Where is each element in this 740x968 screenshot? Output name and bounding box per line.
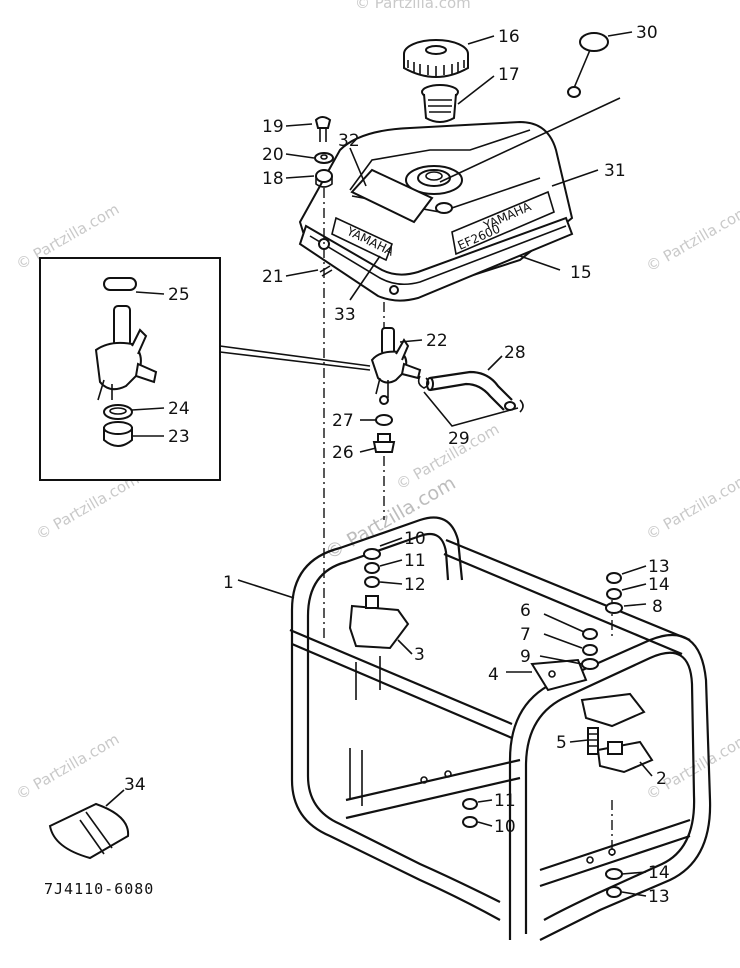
watermark: © Partzilla.com <box>643 202 740 275</box>
callout-11: 11 <box>404 551 426 571</box>
callout-34: 34 <box>124 775 146 795</box>
callout-21: 21 <box>262 267 284 287</box>
fuel-strainer <box>421 84 459 123</box>
washer-27 <box>375 414 393 426</box>
callout-33: 33 <box>334 305 356 325</box>
callout-2: 2 <box>656 769 667 789</box>
tank-bracket-right <box>580 692 654 774</box>
callout-1: 1 <box>223 573 234 593</box>
fuel-gauge <box>567 32 609 98</box>
tank-bracket-center <box>530 658 588 692</box>
callout-25: 25 <box>168 285 190 305</box>
callout-13-repeat: 13 <box>648 887 670 907</box>
callout-27: 27 <box>332 411 354 431</box>
callout-16: 16 <box>498 27 520 47</box>
callouts: 1 2 3 4 5 6 7 8 9 10 11 12 13 14 15 16 1… <box>124 23 670 907</box>
callout-19: 19 <box>262 117 284 137</box>
callout-31: 31 <box>604 161 626 181</box>
callout-24: 24 <box>168 399 190 419</box>
callout-22: 22 <box>426 331 448 351</box>
callout-6: 6 <box>520 601 531 621</box>
hardware <box>363 548 623 898</box>
callout-10: 10 <box>404 529 426 549</box>
callout-12: 12 <box>404 575 426 595</box>
tank-bracket-left <box>348 595 410 650</box>
callout-20: 20 <box>262 145 284 165</box>
callout-7: 7 <box>520 625 531 645</box>
gauge-leader <box>439 97 621 183</box>
drain-screw <box>372 433 396 453</box>
bolt-5 <box>587 727 599 755</box>
watermark: © Partzilla.com <box>33 470 142 543</box>
fuel-cock <box>370 327 422 405</box>
fuel-cap <box>403 39 469 78</box>
watermark: © Partzilla.com <box>643 730 740 803</box>
callout-23: 23 <box>168 427 190 447</box>
leader-lines <box>105 31 653 897</box>
callout-26: 26 <box>332 443 354 463</box>
callout-4: 4 <box>488 665 499 685</box>
tank-bolt-set <box>314 116 334 188</box>
callout-15: 15 <box>570 263 592 283</box>
watermark: © Partzilla.com <box>643 470 740 543</box>
fuel-cock-detail-inset <box>39 257 371 481</box>
diagram-code: 7J4110-6080 <box>44 880 154 898</box>
watermark: © Partzilla.com <box>355 0 471 12</box>
callout-8: 8 <box>652 597 663 617</box>
clip-21 <box>319 265 333 277</box>
callout-13: 13 <box>648 557 670 577</box>
callout-14-repeat: 14 <box>648 863 670 883</box>
watermark: © Partzilla.com <box>13 730 122 803</box>
callout-30: 30 <box>636 23 658 43</box>
callout-29: 29 <box>448 429 470 449</box>
callout-3: 3 <box>414 645 425 665</box>
callout-14: 14 <box>648 575 670 595</box>
callout-5: 5 <box>556 733 567 753</box>
callout-32: 32 <box>338 131 360 151</box>
callout-9: 9 <box>520 647 531 667</box>
pipe-frame <box>289 516 712 941</box>
fuel-hose <box>417 370 524 413</box>
fuel-tank: YAMAHA EF2600 YAMAHA <box>298 120 574 302</box>
callout-28: 28 <box>504 343 526 363</box>
tool-pouch <box>48 802 130 860</box>
callout-11-repeat: 11 <box>494 791 516 811</box>
callout-18: 18 <box>262 169 284 189</box>
callout-10-repeat: 10 <box>494 817 516 837</box>
callout-17: 17 <box>498 65 520 85</box>
